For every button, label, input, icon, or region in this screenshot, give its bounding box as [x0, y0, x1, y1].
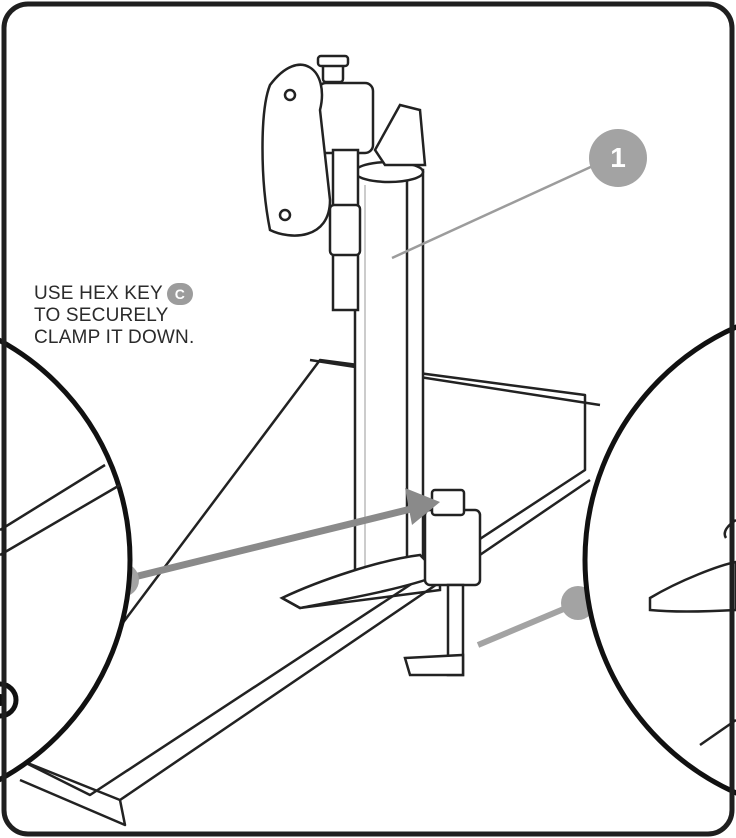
step-number-badge: 1 — [589, 129, 647, 187]
instruction-line-1: USE HEX KEY — [34, 283, 163, 305]
desk-top — [18, 358, 587, 797]
tilt-joint — [316, 81, 375, 155]
right-connector — [476, 586, 595, 648]
arm-link — [373, 103, 427, 167]
step-leader-line — [391, 163, 596, 260]
lower-collar — [328, 203, 362, 257]
clamp-body — [423, 508, 482, 587]
hex-key-badge: C — [166, 283, 193, 305]
vesa-plate — [261, 63, 332, 237]
arm-assembly — [261, 54, 427, 312]
desk-clamp — [403, 488, 482, 677]
clamp-foot — [403, 653, 465, 677]
desk-edge-thickness — [19, 778, 127, 827]
arrow-head — [405, 488, 440, 525]
tilt-knob-cap — [316, 54, 350, 68]
knob-detail-icon — [0, 681, 19, 719]
right-detail-callout — [582, 324, 736, 796]
instruction-line-2: TO SECURELY — [34, 305, 169, 327]
instruction-line-3: CLAMP IT DOWN. — [34, 327, 195, 349]
